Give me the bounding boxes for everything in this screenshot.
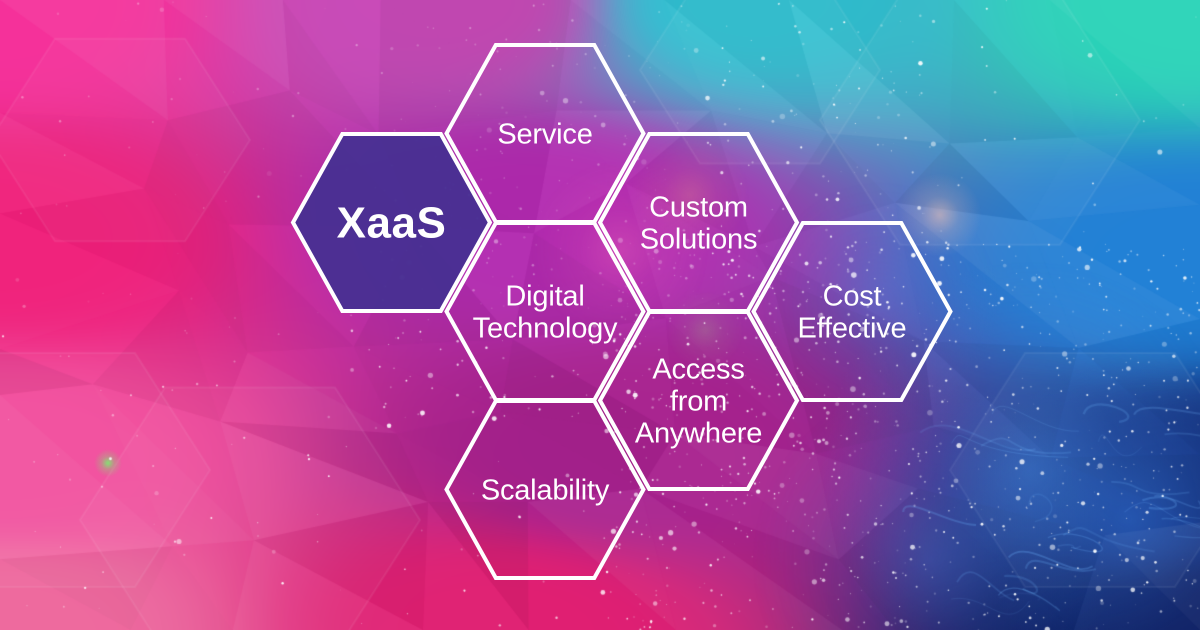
hexagon-label-line: Service (497, 119, 592, 151)
hexagon-label-line: Solutions (640, 224, 758, 256)
hexagon-label-xaas: XaaS (337, 199, 447, 248)
hexagon-label-line: Digital (505, 281, 584, 313)
hexagon-label-line: from (670, 386, 727, 418)
hexagon-cost-effective[interactable] (751, 221, 953, 402)
hexagon-scalability[interactable] (444, 399, 646, 580)
hexagon-label-line: Effective (798, 313, 907, 345)
hexagon-label-service: Service (497, 119, 593, 151)
hexagon-label-line: Cost (823, 281, 882, 313)
hexagon-shape-group (290, 43, 953, 580)
hexagon-access-from-anywhere[interactable] (597, 310, 800, 491)
hexagon-label-line: Scalability (481, 475, 610, 507)
hexagon-xaas[interactable] (290, 132, 493, 313)
hexagon-label-line: Technology (473, 313, 618, 345)
hexagon-label-scalability: Scalability (481, 475, 610, 507)
hexagon-label-line: XaaS (337, 199, 447, 248)
hexagon-label-line: Anywhere (635, 418, 762, 450)
hexagon-label-line: Access (652, 354, 744, 386)
hexagon-label-line: Custom (649, 192, 748, 224)
